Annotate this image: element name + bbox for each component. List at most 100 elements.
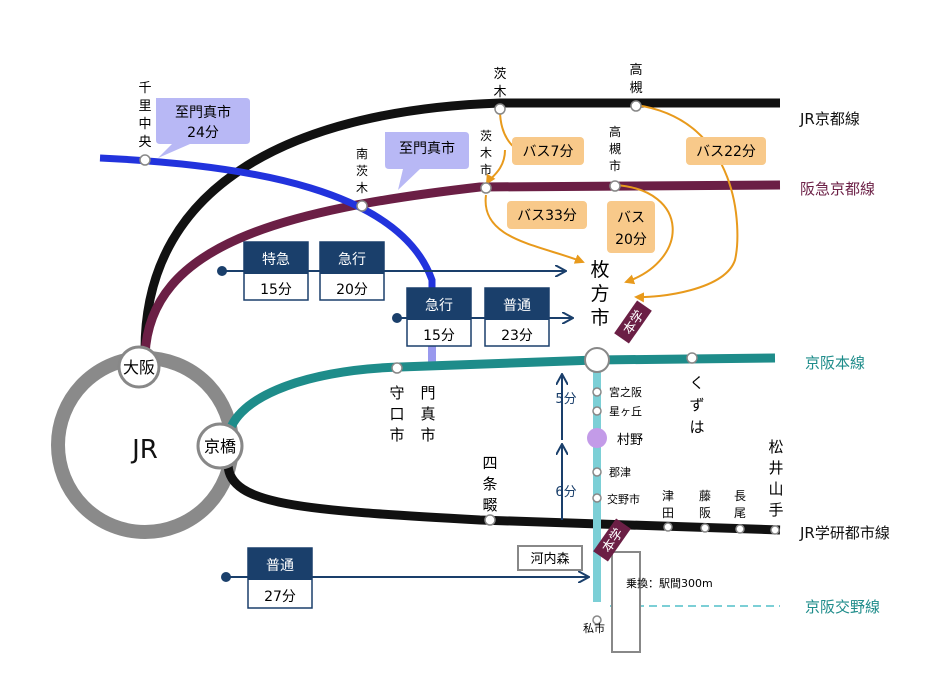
bus-route (614, 184, 674, 285)
station-dot (700, 523, 710, 533)
station-dot (609, 180, 621, 192)
station-katano-shi: 交野市 (607, 492, 640, 506)
station-gundzu: 郡津 (609, 466, 631, 479)
jr-loop-label: JR (130, 435, 158, 465)
station-nagao-char: 長 (734, 489, 746, 503)
station-takatsuki-shi-char: 高 (609, 124, 621, 139)
station-hoshigaoka: 星ヶ丘 (609, 405, 642, 418)
station-dot (663, 522, 673, 532)
station-takatsuki-shi: 高槻市 (609, 124, 621, 173)
jr-gakken-line (223, 464, 781, 535)
station-hirakatashi-char: 市 (590, 307, 609, 329)
express-origin (221, 572, 231, 582)
train-tokkyu-time: 15分 (260, 282, 292, 298)
train-box-tokkyu: 特急 15分 (243, 241, 309, 301)
station-kisaichi: 私市 (583, 621, 605, 635)
station-fujisaka: 藤阪 (699, 489, 711, 520)
station-senri-chuo-char: 千 (138, 81, 151, 96)
station-osaka: 大阪 (123, 358, 155, 377)
station-dot (391, 362, 403, 374)
walk-time-6: 6分 (555, 485, 576, 500)
station-minami-ibaraki-char: 南 (356, 146, 368, 161)
kawachimori-box (517, 545, 583, 571)
station-minami-ibaraki-char: 茨 (356, 164, 368, 178)
station-kadoma-shi: 門真市 (420, 384, 435, 444)
station-hirakatashi: 枚方市 (590, 259, 609, 329)
station-kawachimori: 河内森 (530, 551, 569, 567)
station-matsuiyamate-char: 松 (768, 438, 783, 456)
monorail-callout: 至門真市 24分 (156, 98, 250, 158)
station-moriguchi-shi-char: 守 (389, 384, 404, 402)
station-tsuda-char: 津 (662, 489, 674, 503)
hankyu-kyoto-line (140, 180, 781, 356)
station-ibaraki-shi-char: 茨 (480, 129, 492, 143)
station-fujisaka-char: 藤 (699, 489, 711, 503)
station-dot (592, 615, 602, 625)
station-shijonawate-char: 畷 (482, 496, 497, 514)
station-kyobashi: 京橋 (204, 437, 236, 456)
station-ibaraki: 茨木 (493, 67, 506, 100)
station-takatsuki-shi-char: 槻 (609, 141, 621, 156)
kyobashi-station-circle (196, 422, 244, 470)
station-dot (630, 100, 642, 112)
station-senri-chuo-char: 央 (138, 135, 151, 150)
line-label-katano: 京阪交野線 (805, 598, 880, 616)
station-matsuiyamate-char: 山 (768, 480, 783, 498)
station-dot (356, 200, 368, 212)
station-nagao: 長尾 (734, 489, 746, 520)
station-takatsuki-char: 槻 (629, 80, 642, 96)
train-box-futsu-1: 普通 23分 (484, 287, 550, 347)
station-kadoma-shi-char: 真 (420, 405, 435, 423)
station-nagao-char: 尾 (734, 506, 746, 520)
hirakatashi-station-dot (584, 347, 610, 373)
line-label-keihan-main: 京阪本線 (805, 354, 865, 372)
station-ibaraki-shi-char: 市 (480, 162, 492, 177)
bus-route (484, 194, 585, 264)
osaka-station-circle (117, 345, 161, 389)
station-tsuda: 津田 (662, 489, 674, 520)
bus-7-label: バス7分 (523, 144, 574, 160)
station-murano: 村野 (617, 433, 643, 448)
line-label-hankyu: 阪急京都線 (800, 180, 875, 198)
bus-box: バス 20分 (607, 201, 655, 253)
station-matsuiyamate-char: 手 (768, 501, 783, 519)
bus-box: バス33分 (507, 201, 587, 229)
train-kyuko-2-time: 15分 (423, 328, 455, 344)
station-minami-ibaraki: 南茨木 (356, 146, 368, 195)
station-dot (139, 154, 151, 166)
station-takatsuki: 高槻 (629, 62, 642, 96)
train-kyuko-1-time: 20分 (336, 282, 368, 298)
station-kuzuha-char: く (689, 374, 704, 392)
station-dot (592, 467, 602, 477)
station-kuzuha-char: ず (689, 396, 704, 414)
station-ibaraki-char: 茨 (493, 67, 506, 82)
station-shijonawate: 四条畷 (482, 454, 497, 514)
murano-station-dot (587, 428, 607, 448)
station-minami-ibaraki-char: 木 (356, 181, 368, 195)
train-box-kyuko-2: 急行 15分 (406, 287, 472, 347)
line-label-jr-gakken: JR学研都市線 (799, 524, 890, 542)
express-origin (392, 313, 402, 323)
station-moriguchi-shi: 守口市 (389, 384, 404, 444)
bus-33-label: バス33分 (517, 208, 577, 224)
train-futsu-1-label: 普通 (503, 298, 531, 314)
station-ibaraki-shi: 茨木市 (480, 129, 492, 177)
station-miyanosaka: 宮之阪 (609, 385, 642, 399)
station-kadoma-shi-char: 門 (420, 384, 435, 402)
bus-route (485, 149, 506, 185)
station-dot (686, 352, 698, 364)
transfer-note: 乗換：駅間300m (626, 577, 713, 590)
train-box-kyuko-1: 急行 20分 (319, 241, 385, 301)
station-tsuda-char: 田 (662, 506, 674, 520)
train-box-futsu-2: 普通 27分 (247, 547, 313, 609)
station-takatsuki-shi-char: 市 (609, 158, 621, 173)
station-fujisaka-char: 阪 (699, 506, 711, 520)
jr-kyoto-line (140, 98, 780, 351)
station-moriguchi-shi-char: 市 (389, 426, 404, 444)
station-hirakatashi-char: 枚 (590, 259, 609, 281)
station-shijonawate-char: 条 (482, 475, 497, 493)
station-dot (494, 103, 506, 115)
express-origin (217, 266, 227, 276)
